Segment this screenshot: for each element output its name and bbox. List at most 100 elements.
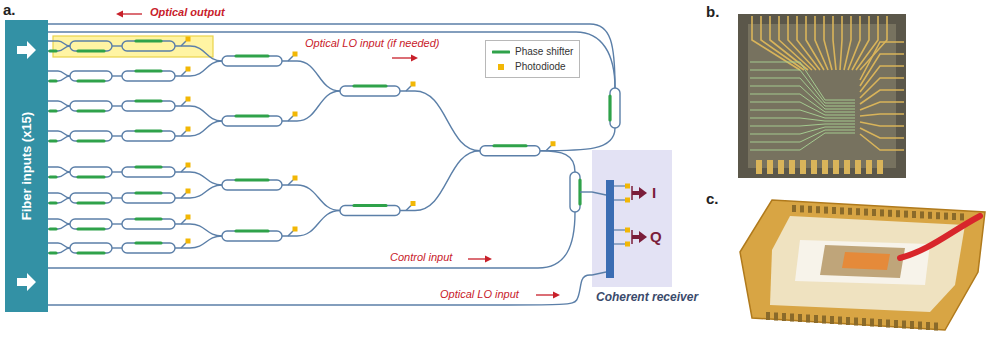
package-pin <box>792 205 796 212</box>
waveguide <box>48 101 70 106</box>
bond-trace <box>840 16 842 70</box>
mzi-coupler <box>70 41 112 51</box>
bond-pad <box>855 160 861 174</box>
bond-trace <box>848 16 860 70</box>
signal-name: Q <box>650 228 662 245</box>
phase-shifter <box>50 251 56 254</box>
waveguide <box>181 219 186 224</box>
waveguide <box>48 46 70 51</box>
photodiode <box>186 127 191 132</box>
waveguide <box>400 151 480 211</box>
waveguide <box>181 167 186 172</box>
phase-shifter <box>50 201 56 204</box>
phase-shifter <box>50 79 56 82</box>
package-pin <box>856 208 860 215</box>
signal-arrow <box>121 13 142 14</box>
photodiode <box>186 67 191 72</box>
mzi-coupler <box>70 193 112 203</box>
waveguide <box>175 106 222 121</box>
photodiode <box>293 112 298 117</box>
package-pin <box>798 314 802 322</box>
mzi-coupler <box>340 206 400 216</box>
bond-pad <box>789 160 795 174</box>
bond-pad <box>844 160 850 174</box>
bond-trace <box>860 122 904 126</box>
package-frame <box>740 200 985 330</box>
phase-shifter <box>50 175 56 178</box>
bond-pad <box>756 160 762 174</box>
chip-waveguide <box>750 124 855 126</box>
bond-pad <box>778 160 784 174</box>
waveguide <box>175 172 222 185</box>
phase-shifter <box>78 201 104 204</box>
photodiode <box>293 52 298 57</box>
package-pin <box>766 312 770 320</box>
package-pin <box>782 313 786 321</box>
fiber-cable <box>900 216 980 258</box>
phase-shifter <box>236 229 268 232</box>
waveguide <box>181 243 186 248</box>
bond-pad <box>811 160 817 174</box>
legend-swatch <box>498 64 504 70</box>
mzi-coupler <box>122 193 175 203</box>
waveguide <box>288 56 293 61</box>
chip-photo <box>738 14 906 178</box>
package-substrate <box>795 240 930 285</box>
output-arrow <box>632 235 640 239</box>
waveguide <box>288 231 293 236</box>
bond-trace <box>860 66 904 92</box>
waveguide <box>175 224 222 236</box>
photodiode <box>186 163 191 168</box>
photodiode <box>293 176 298 181</box>
panel-letter: a. <box>3 1 16 18</box>
waveguide <box>580 191 592 192</box>
signal-label: Optical LO input <box>440 288 519 301</box>
phase-shifter <box>136 39 161 42</box>
package-pin <box>918 322 922 330</box>
package-pin <box>902 321 906 329</box>
optical-hybrid <box>606 180 614 278</box>
package-pin <box>838 317 842 325</box>
phase-shifter <box>50 49 56 52</box>
package-pin <box>912 211 916 218</box>
chip-waveguide <box>750 118 855 121</box>
package-pin <box>808 206 812 213</box>
package-pin <box>814 315 818 323</box>
mzi-coupler <box>122 71 175 81</box>
legend-row: Photodiode <box>492 59 573 74</box>
package-pin <box>870 319 874 327</box>
package-pin <box>800 205 804 212</box>
photodiode <box>625 242 630 247</box>
package-pin <box>854 318 858 326</box>
mzi-coupler <box>122 131 175 141</box>
output-arrow-head <box>639 187 647 199</box>
package-pin <box>790 314 794 322</box>
input-arrow <box>17 273 36 291</box>
signal-arrow-head <box>116 11 123 18</box>
waveguide <box>181 101 186 106</box>
package-pin <box>928 212 932 219</box>
package-pin <box>888 210 892 217</box>
bond-trace <box>844 16 851 70</box>
chip-waveguide <box>750 130 855 142</box>
signal-arrow-head <box>411 55 418 62</box>
bond-trace <box>833 16 836 70</box>
package-pin <box>840 207 844 214</box>
chip-waveguide <box>750 110 855 118</box>
mzi-coupler <box>122 219 175 229</box>
package-pin <box>952 213 956 220</box>
package-pin <box>894 320 898 328</box>
coherent-receiver-box: IQCoherent receiver <box>592 150 672 287</box>
mzi-coupler <box>222 56 282 66</box>
mzi-coupler <box>122 41 175 51</box>
bond-trace <box>824 16 832 70</box>
box-caption: Coherent receiver <box>596 291 698 305</box>
waveguide <box>48 136 70 141</box>
photodiode <box>625 184 630 189</box>
phase-shifter <box>50 139 56 142</box>
bond-trace <box>860 54 904 86</box>
package-pin <box>934 323 938 331</box>
receiver-circuit <box>592 150 672 287</box>
bond-pad <box>833 160 839 174</box>
photodiode <box>551 141 556 146</box>
